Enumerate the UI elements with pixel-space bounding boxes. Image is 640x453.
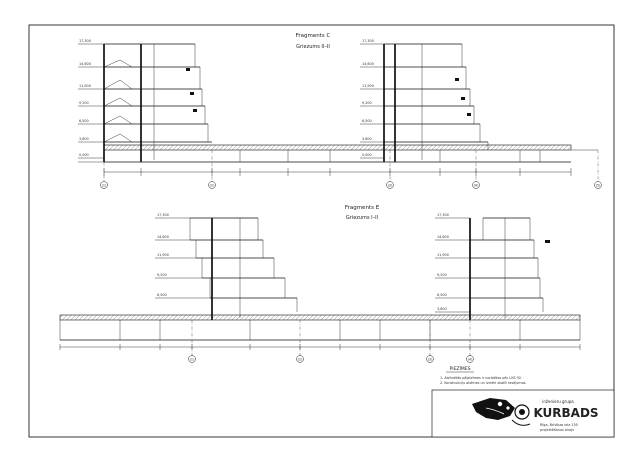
- sheet-frame: [28, 24, 615, 438]
- section-e-subtitle: Griezums I–II: [346, 215, 378, 221]
- level-label: 9,200: [437, 273, 447, 277]
- section-c-subtitle: Griezums II–II: [296, 44, 330, 50]
- level-label: 14,600: [437, 235, 449, 239]
- axis-label: (2): [298, 357, 303, 361]
- axis-label: (5): [596, 183, 601, 187]
- level-label: 11,900: [157, 253, 169, 257]
- section-e-dimensions: [59, 344, 581, 350]
- level-label: 6,500: [79, 119, 89, 123]
- axis-marker: [208, 181, 216, 189]
- level-label: 9,200: [79, 101, 89, 105]
- section-e-right-building: [469, 217, 550, 320]
- section-e-foundation: [59, 314, 581, 341]
- axis-marker: [188, 355, 196, 363]
- level-label: 11,900: [437, 253, 449, 257]
- notes-block: PIEZĪMES 1. Atzīmētās pāļatzīmes ir norā…: [440, 365, 527, 385]
- axis-marker: [426, 355, 434, 363]
- company-label: inženieru grupa: [542, 399, 574, 404]
- kurbads-logo-icon: [472, 398, 531, 426]
- axis-label: (4): [468, 357, 473, 361]
- section-c-levels-right: 17,300 14,600 11,900 9,200 6,500 3,800 0…: [360, 39, 384, 159]
- level-label: 11,900: [362, 84, 374, 88]
- note-line: 1. Atzīmētās pāļatzīmes ir norādītas pēc…: [440, 376, 522, 380]
- company-note: projektēšanas birojs: [540, 428, 574, 432]
- level-label: 17,300: [362, 39, 374, 43]
- axis-label: (3): [388, 183, 393, 187]
- notes-title: PIEZĪMES: [450, 365, 471, 372]
- section-c-right-building: [383, 43, 489, 162]
- axis-marker: [466, 355, 474, 363]
- axis-label: (3): [428, 357, 433, 361]
- level-label: 9,200: [362, 101, 372, 105]
- level-label: 17,300: [157, 213, 169, 217]
- title-block: inženieru grupa KURBADS Rīga, Brīvības i…: [431, 389, 615, 438]
- section-e-levels-left: 17,300 14,600 11,900 9,200 6,500: [155, 213, 210, 299]
- section-c: Fragments C Griezums II–II: [78, 33, 602, 189]
- note-line: 2. Konstrukciju atzīmes un izmēri skatīt…: [440, 381, 527, 385]
- level-label: 17,300: [79, 39, 91, 43]
- level-label: 0,000: [362, 153, 372, 157]
- company-address: Rīga, Brīvības iela 155: [540, 423, 578, 427]
- axis-marker: [594, 181, 602, 189]
- axis-label: (2): [210, 183, 215, 187]
- axis-marker: [296, 355, 304, 363]
- level-label: 6,500: [157, 293, 167, 297]
- level-label: 14,600: [362, 62, 374, 66]
- level-label: 17,300: [437, 213, 449, 217]
- section-c-left-building: [103, 43, 212, 162]
- level-label: 11,900: [79, 84, 91, 88]
- section-c-foundation: [78, 144, 598, 163]
- level-label: 0,000: [79, 153, 89, 157]
- section-e-title: Fragments E: [345, 205, 380, 211]
- level-label: 3,800: [362, 137, 372, 141]
- axis-label: (1): [190, 357, 195, 361]
- section-e: Fragments E Griezums I–II: [59, 205, 581, 363]
- axis-label: (1): [102, 183, 107, 187]
- level-label: 3,800: [437, 307, 447, 311]
- level-label: 9,200: [157, 273, 167, 277]
- axis-marker: [100, 181, 108, 189]
- level-label: 6,500: [362, 119, 372, 123]
- section-e-left-building: [189, 217, 298, 320]
- level-label: 14,600: [157, 235, 169, 239]
- section-c-dimensions: [103, 168, 572, 176]
- company-name: KURBADS: [533, 406, 598, 420]
- level-label: 6,500: [437, 293, 447, 297]
- level-label: 14,600: [79, 62, 91, 66]
- section-c-title: Fragments C: [296, 33, 331, 39]
- section-e-levels-right: 17,300 14,600 11,900 9,200 6,500 3,800: [435, 213, 470, 313]
- section-c-levels-left: 17,300 14,600 11,900 9,200 6,500 3,800 0…: [78, 39, 104, 159]
- section-e-axes: (1) (2) (3) (4): [188, 320, 474, 363]
- axis-label: (4): [474, 183, 479, 187]
- axis-marker: [386, 181, 394, 189]
- level-label: 3,800: [79, 137, 89, 141]
- section-c-axes: (1) (2) (3) (4) (5): [100, 150, 602, 189]
- axis-marker: [472, 181, 480, 189]
